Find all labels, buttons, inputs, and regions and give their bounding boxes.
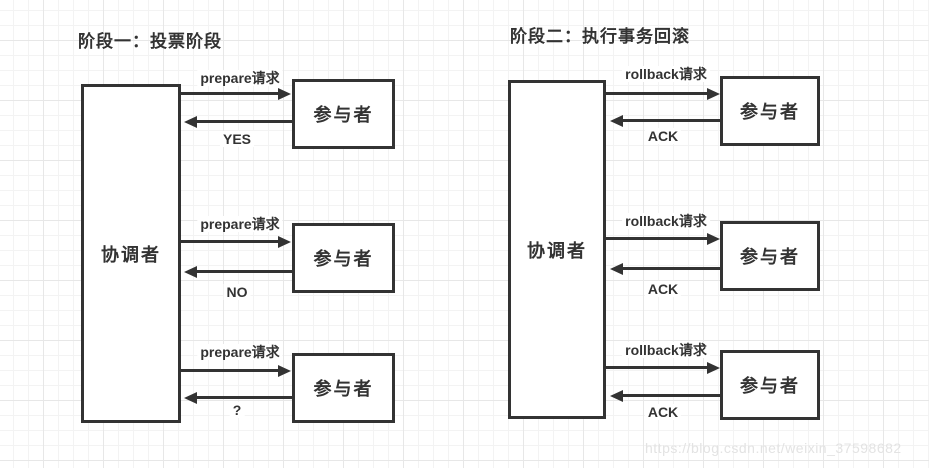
phase1-row3-response-label: ? — [229, 402, 245, 419]
phase1-row2-response-arrow — [184, 265, 292, 278]
phase1-row2-request-label: prepare请求 — [197, 216, 283, 233]
phase2-row3-request-arrow — [606, 361, 720, 374]
phase1-row2-request-arrow — [181, 235, 291, 248]
phase2-participant2-label: 参与者 — [740, 247, 800, 267]
phase1-row3-request-arrow — [181, 364, 291, 377]
phase2-participant3-box: 参与者 — [720, 350, 820, 420]
phase2-coordinator-box: 协调者 — [508, 80, 606, 419]
phase2-row2-request-arrow — [606, 232, 720, 245]
phase2-row1-response-arrow — [610, 114, 720, 127]
watermark: https://blog.csdn.net/weixin_37598682 — [645, 440, 902, 456]
phase1-coordinator-label: 协调者 — [101, 244, 161, 265]
phase2-participant1-box: 参与者 — [720, 76, 820, 146]
phase1-row3-request-label: prepare请求 — [197, 344, 283, 361]
phase1-row3-response-arrow — [184, 391, 292, 404]
phase2-row1-request-label: rollback请求 — [622, 66, 710, 83]
phase2-row2-response-arrow — [610, 262, 720, 275]
phase1-coordinator-box: 协调者 — [81, 84, 181, 423]
phase2-row3-response-arrow — [610, 389, 720, 402]
phase1-row1-response-arrow — [184, 115, 292, 128]
phase2-row1-request-arrow — [606, 87, 720, 100]
phase1-row1-request-arrow — [181, 87, 291, 100]
phase2-participant2-box: 参与者 — [720, 221, 820, 291]
phase1-participant1-box: 参与者 — [292, 79, 395, 149]
phase2-title: 阶段二：执行事务回滚 — [510, 27, 690, 46]
phase2-row1-response-label: ACK — [644, 128, 682, 145]
phase1-participant2-label: 参与者 — [313, 249, 374, 269]
phase1-participant3-box: 参与者 — [292, 353, 395, 423]
phase2-row3-request-label: rollback请求 — [622, 342, 710, 359]
phase1-row2-response-label: NO — [223, 284, 251, 301]
phase1-participant2-box: 参与者 — [292, 223, 395, 293]
phase2-participant1-label: 参与者 — [740, 102, 800, 122]
phase2-coordinator-label: 协调者 — [527, 240, 587, 261]
phase1-participant3-label: 参与者 — [313, 379, 374, 399]
phase1-row1-response-label: YES — [219, 131, 255, 148]
phase2-row2-request-label: rollback请求 — [622, 213, 710, 230]
phase1-row1-request-label: prepare请求 — [197, 70, 283, 87]
phase2-row3-response-label: ACK — [644, 404, 682, 421]
phase2-row2-response-label: ACK — [644, 281, 682, 298]
phase2-participant3-label: 参与者 — [740, 376, 800, 396]
phase1-participant1-label: 参与者 — [313, 105, 374, 125]
phase1-title: 阶段一：投票阶段 — [78, 32, 222, 51]
